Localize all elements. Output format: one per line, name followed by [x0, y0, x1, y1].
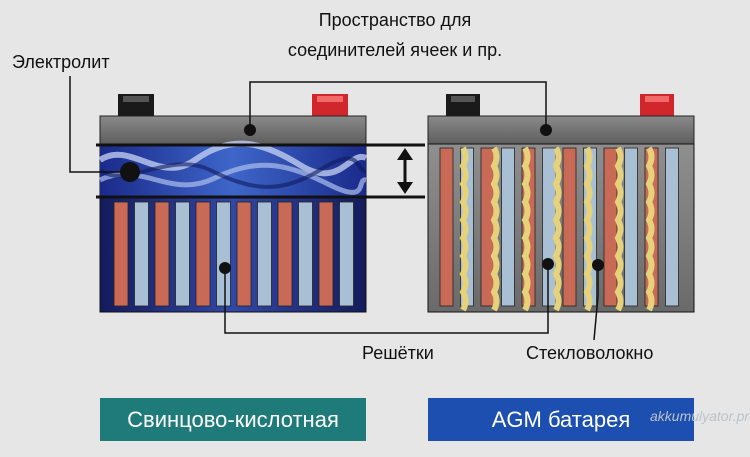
- lid-right: [427, 115, 695, 145]
- agm-plate-red: [603, 147, 618, 307]
- agm-plate-blue: [665, 147, 679, 307]
- lead-plate-red: [195, 201, 211, 307]
- space-label-line2: соединителей ячеек и пр.: [287, 40, 503, 60]
- lead-plate-blue: [134, 201, 149, 307]
- space-dot-right: [540, 124, 552, 136]
- fiberglass-separator: [583, 146, 593, 312]
- agm-plate-red: [480, 147, 495, 307]
- agm-caption: AGM батарея: [428, 398, 694, 441]
- fiberglass-separator: [552, 146, 562, 312]
- terminal-highlight: [451, 96, 475, 102]
- electrolyte-layer: [98, 140, 368, 196]
- fiberglass-dot: [592, 259, 604, 271]
- electrolyte-dot: [120, 162, 140, 182]
- space-label-line1: Пространство для: [318, 10, 472, 30]
- height-arrow: [397, 148, 413, 194]
- lead-plate-red: [277, 201, 293, 307]
- agm-plate-red: [562, 147, 577, 307]
- lead-plate-red: [236, 201, 252, 307]
- callouts: [69, 76, 604, 341]
- agm-plate-red: [439, 147, 454, 307]
- lead-plate-blue: [257, 201, 272, 307]
- lead-acid-plates: [113, 201, 354, 307]
- agm-battery: [427, 94, 695, 313]
- fiberglass-connector: [593, 265, 599, 341]
- fiberglass-separator: [614, 146, 624, 312]
- lid-left: [99, 115, 367, 145]
- lead-plate-red: [113, 201, 129, 307]
- grids-label: Решётки: [362, 343, 434, 363]
- grids-dot-right: [542, 258, 554, 270]
- lead-plate-blue: [216, 201, 231, 307]
- lead-plate-red: [318, 201, 334, 307]
- lead-acid-battery: [96, 94, 425, 313]
- lead-plate-red: [154, 201, 170, 307]
- terminal-highlight: [645, 96, 669, 102]
- lead-plate-blue: [298, 201, 313, 307]
- lead-plate-blue: [339, 201, 354, 307]
- space-connector: [249, 81, 547, 130]
- space-dot-left: [244, 124, 256, 136]
- electrolyte-connector: [69, 76, 130, 173]
- fiberglass-separator: [459, 146, 469, 312]
- grids-connector: [224, 264, 549, 334]
- agm-plate-blue: [624, 147, 638, 307]
- agm-plates: [439, 146, 679, 312]
- grids-dot-left: [219, 262, 231, 274]
- terminal-highlight: [123, 96, 149, 102]
- agm-plate-blue: [501, 147, 515, 307]
- fiberglass-label: Стекловолокно: [526, 343, 654, 363]
- fiberglass-separator: [521, 146, 531, 312]
- terminal-highlight: [317, 96, 343, 102]
- fiberglass-separator: [490, 146, 500, 312]
- fiberglass-separator: [645, 146, 655, 312]
- electrolyte-label: Электролит: [12, 52, 110, 72]
- lead-plate-blue: [175, 201, 190, 307]
- lead-acid-caption: Свинцово-кислотная: [100, 398, 366, 441]
- agm-plate-blue: [542, 147, 556, 307]
- watermark: akkumulyator.pro: [650, 408, 750, 424]
